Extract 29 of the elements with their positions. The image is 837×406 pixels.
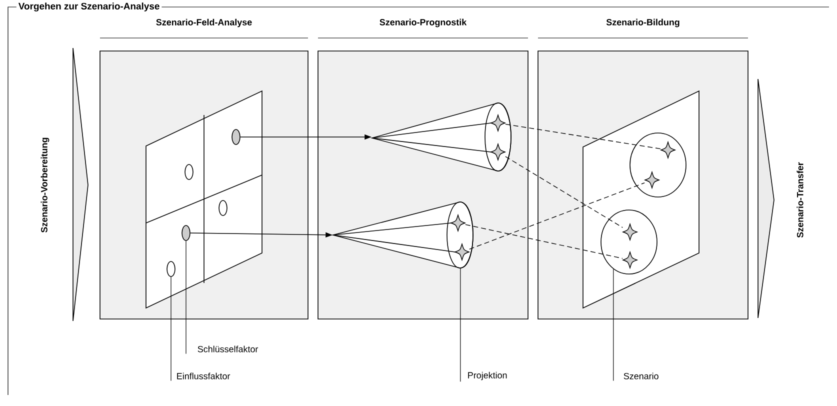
phase-label: Szenario-Transfer [796, 162, 804, 238]
panel-heading: Szenario-Prognostik [380, 18, 467, 28]
callout-label: Einflussfaktor [177, 372, 230, 380]
dashed-line [505, 156, 623, 228]
star-icon [450, 214, 466, 232]
leader-line [460, 268, 461, 382]
callout-label: Schlüsselfaktor [198, 346, 258, 352]
star-icon [660, 142, 676, 158]
star-icon [644, 172, 660, 188]
leader-line [613, 268, 614, 381]
dashed-line [505, 124, 661, 150]
leader-line [170, 276, 172, 381]
scenario-ellipse [630, 132, 686, 198]
scenario-ellipse [600, 210, 658, 274]
star-icon [490, 114, 506, 132]
cone-drawing [372, 102, 512, 172]
dashed-line [469, 182, 645, 250]
panel-heading: Szenario-Bildung [606, 18, 680, 28]
callout-label: Projektion [468, 372, 507, 380]
star-icon [622, 224, 638, 240]
panel-heading: Szenario-Feld-Analyse [156, 18, 252, 28]
star-icon [490, 144, 506, 160]
star-icon [622, 252, 638, 268]
cone-drawing [332, 202, 474, 268]
callout-label: Szenario [624, 372, 658, 380]
star-icon [454, 244, 470, 260]
title: Vorgehen zur Szenario-Analyse [16, 0, 162, 14]
dashed-line [465, 224, 623, 259]
phase-label: Szenario-Vorbereitung [40, 138, 50, 232]
